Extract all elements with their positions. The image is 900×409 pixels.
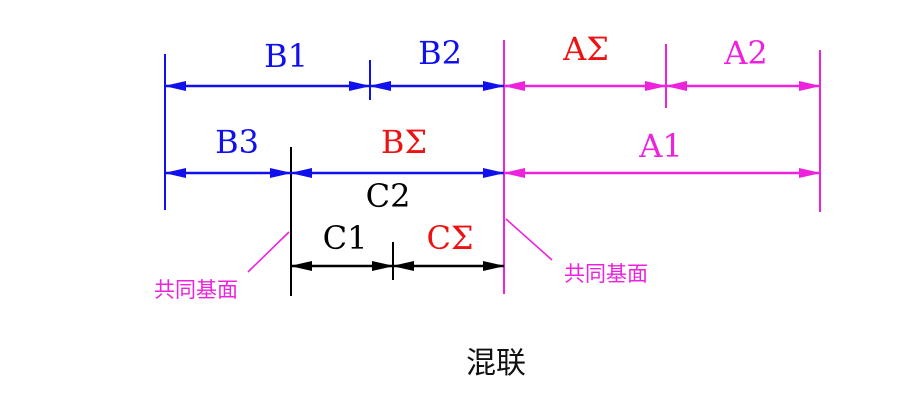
label-a-sigma: AΣ xyxy=(562,30,609,68)
label-b-sigma: BΣ xyxy=(381,123,427,161)
dimension-labels: B1 B2 AΣ A2 B3 BΣ A1 C2 C1 CΣ xyxy=(215,30,768,257)
label-c-sigma: CΣ xyxy=(426,219,473,257)
label-a1: A1 xyxy=(638,127,682,165)
leader-line-datum-left xyxy=(247,231,290,273)
label-b3: B3 xyxy=(215,123,259,161)
note-datum-left: 共同基面 xyxy=(154,278,238,302)
diagram-caption: 混联 xyxy=(466,346,526,381)
dimension-lines xyxy=(164,81,821,271)
leader-line-datum-right xyxy=(505,218,553,261)
label-a2: A2 xyxy=(723,34,767,72)
label-c2: C2 xyxy=(366,177,411,215)
leader-lines xyxy=(247,218,553,273)
label-b2: B2 xyxy=(418,34,462,72)
label-b1: B1 xyxy=(264,37,308,75)
note-datum-right: 共同基面 xyxy=(564,262,648,286)
label-c1: C1 xyxy=(323,219,368,257)
